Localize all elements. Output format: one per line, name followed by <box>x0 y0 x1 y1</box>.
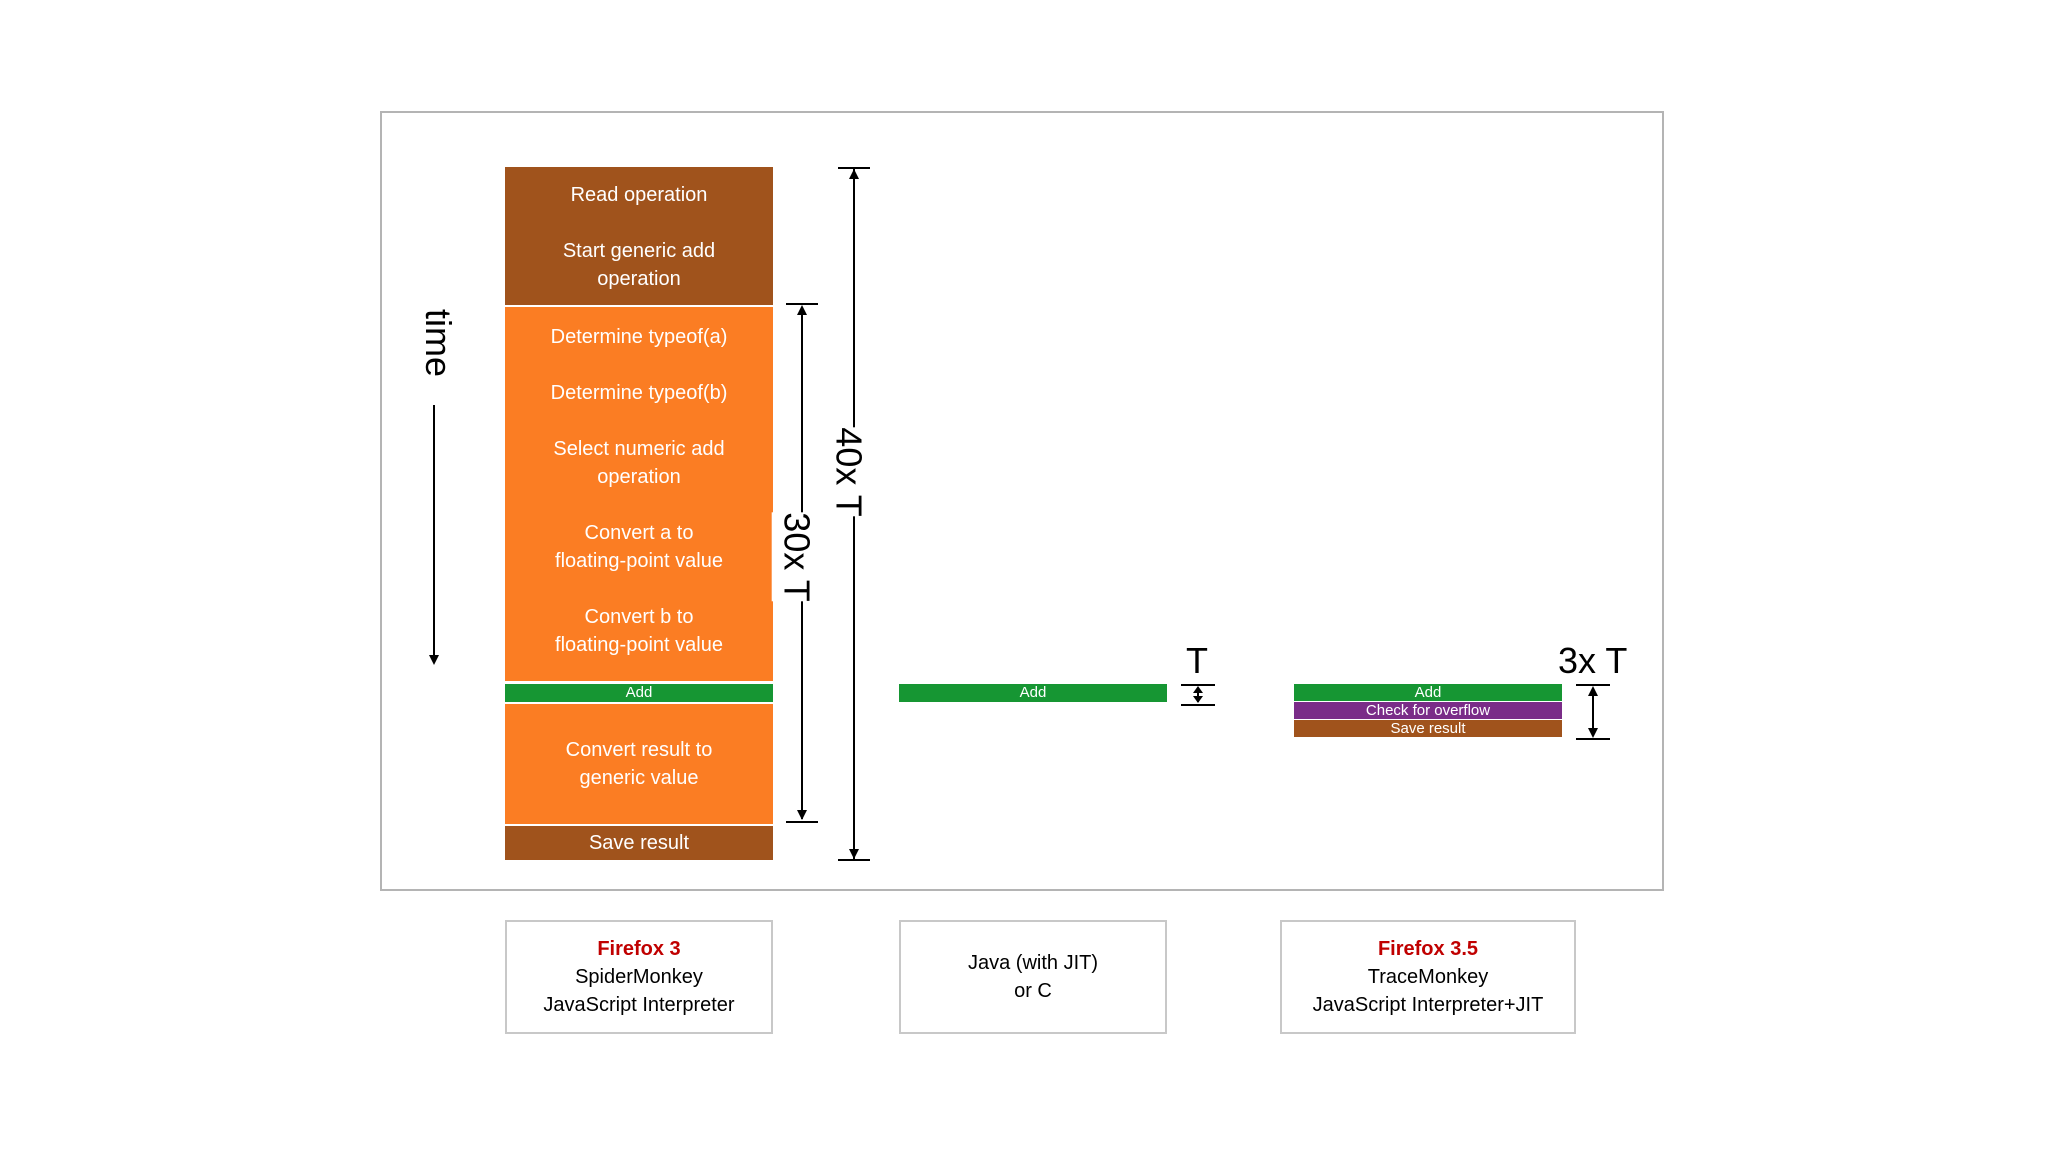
block-read-start-generic: Read operation Start generic add operati… <box>505 167 773 305</box>
block-save-result: Save result <box>505 826 773 860</box>
dim-3x-arrow-bottom <box>1588 728 1598 738</box>
step-convert-result-1: Convert result to <box>565 739 713 761</box>
trace-step-check-overflow: Check for overflow <box>1365 701 1491 719</box>
step-select-numeric-2: operation <box>597 466 681 488</box>
dim-40x-arrow-bottom <box>849 849 859 859</box>
time-label: time <box>418 308 460 378</box>
dim-java-label: T <box>1186 640 1208 681</box>
step-convert-b-2: floating-point value <box>555 634 723 656</box>
dim-30x-arrow-bottom <box>797 810 807 820</box>
step-start-generic-1: Start generic add <box>562 240 716 262</box>
step-convert-b-1: Convert b to <box>584 606 694 628</box>
step-typeof-b: Determine typeof(b) <box>550 382 728 404</box>
dim-30x-label: 30x T <box>771 512 822 602</box>
caption-firefox3-version: Firefox 3 <box>597 938 681 960</box>
block-check-overflow: Check for overflow <box>1294 702 1562 719</box>
step-convert-a-2: floating-point value <box>555 550 723 572</box>
dim-java-arrow-top <box>1193 686 1203 693</box>
dim-3x-line <box>1592 688 1594 736</box>
dim-30x-arrow-top <box>797 305 807 315</box>
caption-java: Java (with JIT) or C <box>899 920 1167 1034</box>
time-arrow-line <box>433 405 435 657</box>
step-start-generic-2: operation <box>597 268 681 290</box>
caption-firefox35: Firefox 3.5 TraceMonkey JavaScript Inter… <box>1280 920 1576 1034</box>
dim-java-arrow-bottom <box>1193 696 1203 703</box>
step-convert-result-2: generic value <box>579 767 699 789</box>
java-step-add: Add <box>1019 684 1047 701</box>
block-convert-result: Convert result to generic value <box>505 704 773 824</box>
dim-3x-top-tick <box>1576 684 1610 686</box>
dim-java-line <box>1197 688 1199 702</box>
caption-firefox35-version: Firefox 3.5 <box>1377 938 1479 960</box>
caption-firefox3-type: JavaScript Interpreter <box>543 994 735 1016</box>
step-add: Add <box>625 684 653 701</box>
time-arrow-head <box>429 655 439 665</box>
caption-java-line2: or C <box>1014 980 1052 1002</box>
caption-firefox35-type: JavaScript Interpreter+JIT <box>1312 994 1544 1016</box>
dim-java-bottom-tick <box>1181 704 1215 706</box>
dim-30x-bottom-tick <box>786 821 818 823</box>
step-read-operation: Read operation <box>570 184 708 206</box>
trace-step-add: Add <box>1414 683 1442 701</box>
block-add-firefox3: Add <box>505 684 773 702</box>
dim-40x-top-tick <box>838 167 870 169</box>
step-save-result: Save result <box>588 832 690 854</box>
caption-firefox35-engine: TraceMonkey <box>1367 966 1489 988</box>
caption-firefox3-engine: SpiderMonkey <box>575 966 703 988</box>
caption-java-line1: Java (with JIT) <box>967 952 1099 974</box>
dim-3x-label: 3x T <box>1558 640 1628 681</box>
block-type-conversion: Determine typeof(a) Determine typeof(b) … <box>505 307 773 681</box>
step-select-numeric-1: Select numeric add <box>553 438 725 460</box>
block-add-java: Add <box>899 684 1167 702</box>
dim-30x-top-tick <box>786 303 818 305</box>
dim-40x-arrow-top <box>849 169 859 179</box>
block-add-tracemonkey: Add <box>1294 684 1562 701</box>
caption-firefox3: Firefox 3 SpiderMonkey JavaScript Interp… <box>505 920 773 1034</box>
dim-java-top-tick <box>1181 684 1215 686</box>
dim-40x-bottom-tick <box>838 859 870 861</box>
step-convert-a-1: Convert a to <box>584 522 694 544</box>
diagram-frame <box>380 111 1664 891</box>
dim-40x-label: 40x T <box>823 427 874 517</box>
trace-step-save-result: Save result <box>1390 719 1466 737</box>
dim-3x-arrow-top <box>1588 686 1598 696</box>
dim-3x-bottom-tick <box>1576 738 1610 740</box>
step-typeof-a: Determine typeof(a) <box>550 326 728 348</box>
block-save-tracemonkey: Save result <box>1294 720 1562 737</box>
